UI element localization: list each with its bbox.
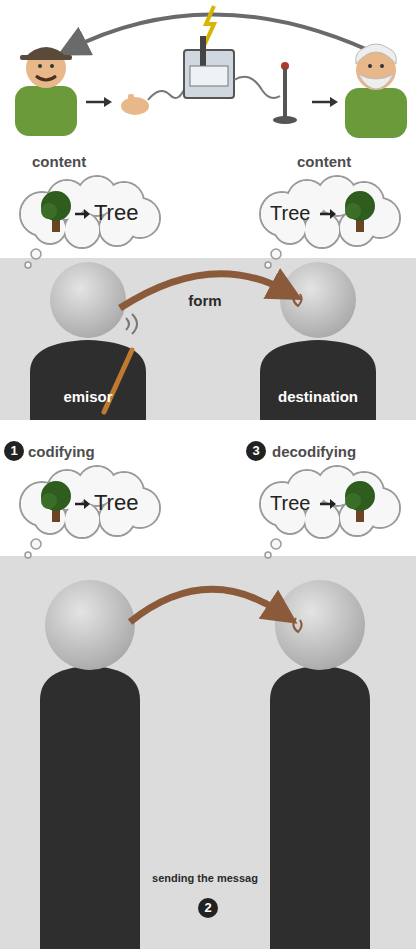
cloud-outline [12,468,162,534]
role-label: destination [260,388,376,405]
callout-number: 2 [198,898,218,918]
callout-number: 3 [246,441,266,461]
thought-cloud: codifyingTree [12,468,162,534]
cloud-word: Tree [94,200,138,226]
cloud-word: Tree [270,202,310,225]
thought-cloud: decodifyingTree [252,468,402,534]
cloud-heading: content [297,153,351,170]
cloud-heading: content [32,153,86,170]
thought-cloud: contentTree [12,178,162,244]
arrow-label: form [175,292,235,309]
step-label: sending the messag [143,872,267,884]
cloud-outline [12,178,162,244]
cloud-heading: decodifying [272,443,356,460]
thought-cloud: contentTree [252,178,402,244]
cloud-word: Tree [270,492,310,515]
role-label: emisor [30,388,146,405]
cloud-word: Tree [94,490,138,516]
callout-number: 1 [4,441,24,461]
cloud-heading: codifying [28,443,95,460]
